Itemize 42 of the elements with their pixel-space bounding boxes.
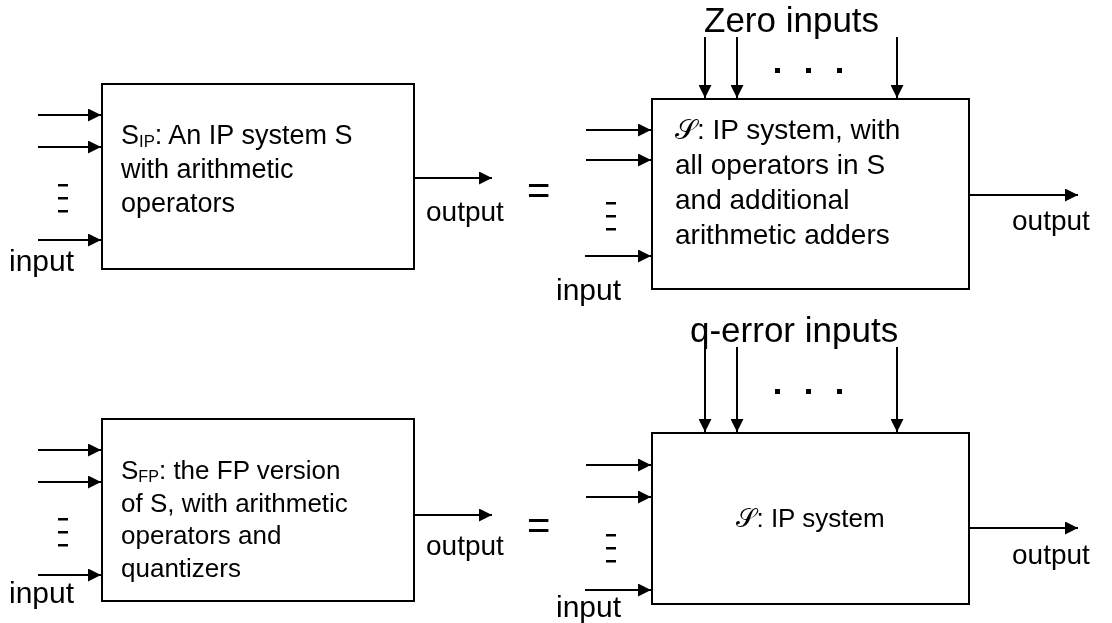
signal-label: output: [1012, 207, 1090, 235]
signal-label: output: [1012, 541, 1090, 569]
signal-label: output: [426, 532, 504, 560]
arrow: [584, 583, 652, 597]
arrow: [969, 188, 1079, 202]
arrow: [37, 140, 102, 154]
arrow: [585, 123, 652, 137]
arrow: [585, 153, 652, 167]
arrow: [414, 171, 493, 185]
equals-sign: =: [527, 505, 551, 545]
system-box: [101, 83, 415, 270]
system-description: S$_{FP}$: the FP version of S, with arithmetic operators and quantizers: [121, 454, 349, 584]
arrow: [585, 458, 652, 472]
arrow: [584, 249, 652, 263]
arrow: [890, 36, 904, 99]
arrow: [698, 346, 712, 433]
system-description: 𝒮: IP system: [736, 502, 885, 535]
arrow: [730, 346, 744, 433]
system-description: S$_{IP}$: An IP system S with arithmetic operators: [121, 119, 354, 220]
signal-label: Zero inputs: [704, 2, 880, 37]
arrow: [890, 346, 904, 433]
signal-label: input: [556, 592, 622, 622]
arrow: [698, 36, 712, 99]
signal-label: q-error inputs: [690, 312, 899, 347]
system-box: [651, 98, 970, 290]
system-box: [101, 418, 415, 602]
arrow: [37, 108, 102, 122]
arrow: [969, 521, 1079, 535]
arrow: [585, 490, 652, 504]
system-box: [651, 432, 970, 605]
arrow: [730, 36, 744, 99]
arrow: [414, 508, 493, 522]
signal-label: input: [9, 246, 75, 276]
arrow: [37, 475, 102, 489]
arrow: [37, 568, 102, 582]
arrow: [37, 443, 102, 457]
arrow: [37, 233, 102, 247]
signal-label: input: [9, 578, 75, 608]
equals-sign: =: [527, 170, 551, 210]
signal-label: output: [426, 198, 504, 226]
system-description: 𝒮: IP system, with all operators in S and additional arithmetic adders: [675, 113, 902, 252]
signal-label: input: [556, 275, 622, 305]
